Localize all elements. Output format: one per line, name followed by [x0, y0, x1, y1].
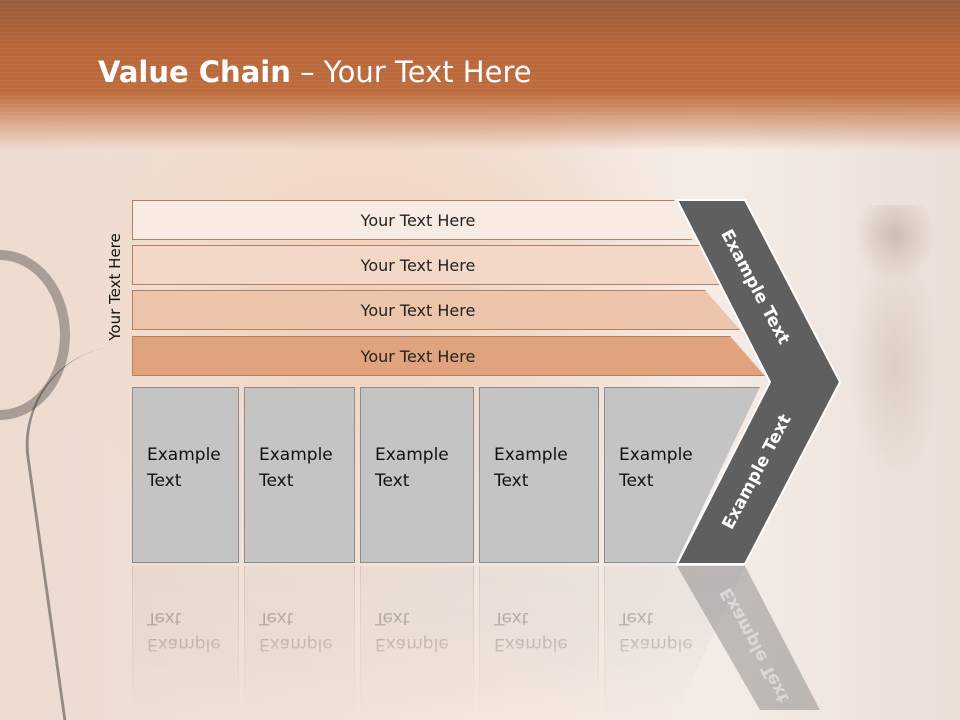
slide-title[interactable]: Value Chain – Your Text Here: [98, 55, 532, 89]
support-bar-1-label: Your Text Here: [360, 210, 476, 230]
title-rest: – Your Text Here: [290, 55, 532, 89]
background-person: [850, 205, 940, 485]
primary-box-4[interactable]: Example Text: [479, 387, 599, 563]
primary-box-1-line2: Text: [147, 471, 182, 491]
support-bar-3-label: Your Text Here: [360, 300, 476, 320]
support-bar-2-label: Your Text Here: [360, 255, 476, 275]
support-bar-3[interactable]: Your Text Here: [132, 290, 740, 330]
support-bar-2[interactable]: Your Text Here: [132, 245, 742, 285]
chevron-arrow[interactable]: [675, 199, 842, 565]
support-bar-4[interactable]: Your Text Here: [132, 336, 765, 376]
chevron-reflection: [677, 566, 820, 710]
title-bold: Value Chain: [98, 55, 291, 89]
support-bar-4-label: Your Text Here: [360, 346, 476, 366]
primary-box-5-line2: Text: [619, 471, 654, 491]
header-band: [0, 0, 960, 150]
header-texture: [0, 0, 960, 118]
primary-box-4-line1: Example: [494, 445, 568, 465]
primary-box-3-line1: Example: [375, 445, 449, 465]
primary-box-1[interactable]: Example Text: [132, 387, 239, 563]
primary-box-2-line1: Example: [259, 445, 333, 465]
primary-box-1-line1: Example: [147, 445, 221, 465]
primary-box-3-line2: Text: [375, 471, 410, 491]
primary-box-2-line2: Text: [259, 471, 294, 491]
primary-box-3[interactable]: Example Text: [360, 387, 474, 563]
support-bar-1[interactable]: Your Text Here: [132, 200, 692, 240]
primary-box-2[interactable]: Example Text: [244, 387, 355, 563]
primary-box-4-line2: Text: [494, 471, 529, 491]
primary-box-5-line1: Example: [619, 445, 693, 465]
